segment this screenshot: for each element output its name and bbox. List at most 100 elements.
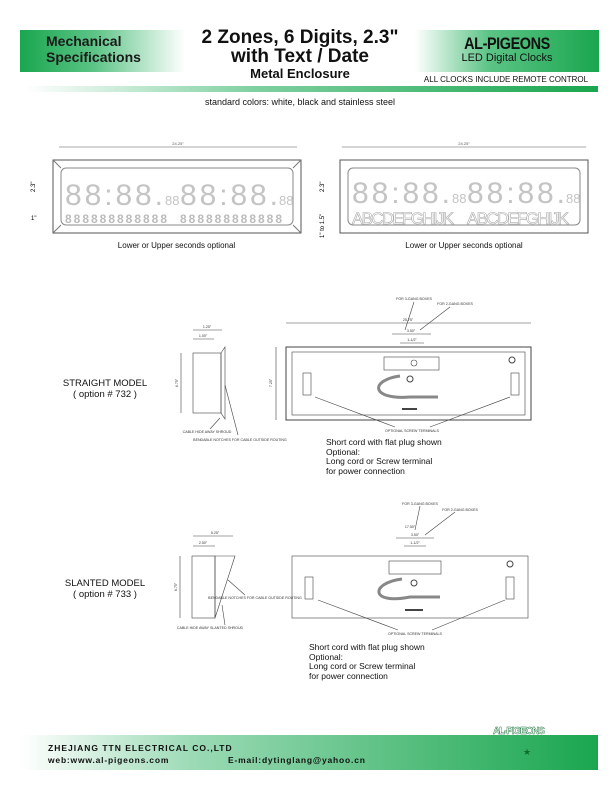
drawing-line bbox=[388, 560, 442, 575]
note-line: Long cord or Screw terminal bbox=[309, 661, 416, 671]
drawing-line bbox=[291, 351, 526, 416]
dimension-label: 88 bbox=[566, 191, 580, 206]
model-name: SLANTED MODEL bbox=[64, 578, 146, 589]
dimension-label: 1.00" bbox=[199, 334, 208, 338]
note-line: Short cord with flat plug shown bbox=[326, 437, 442, 447]
front-view-caption: Lower or Upper seconds optional bbox=[405, 241, 523, 250]
star-icon: ★ bbox=[523, 747, 531, 757]
drawing-line bbox=[60, 167, 294, 226]
dimension-label: 24.25" bbox=[172, 141, 184, 146]
drawing-line bbox=[220, 346, 226, 420]
drawing-line bbox=[405, 609, 423, 611]
drawing-line: 1.25"1.00" 6.75" 25.75"7.25" 3.50"1-1/2"… bbox=[175, 297, 473, 442]
model-name: STRAIGHT MODEL bbox=[62, 378, 148, 389]
dimension-label: AL-PIGEONS bbox=[493, 726, 545, 737]
brand-subtitle: LED Digital Clocks bbox=[461, 52, 553, 64]
email-link[interactable]: E-mail:dytinglang@yahoo.cn bbox=[228, 755, 366, 765]
drawing-line bbox=[347, 167, 581, 226]
note-line: for power connection bbox=[326, 465, 405, 476]
dimension-label: BENDABLE NOTCHES FOR CABLE OUTSIDE ROUTI… bbox=[193, 438, 287, 442]
dimension-label: 88 bbox=[165, 193, 179, 208]
drawing-line bbox=[180, 301, 532, 436]
dimension-label: 1" to 1.5" bbox=[320, 214, 326, 238]
dimension-label: 6.75" bbox=[174, 582, 178, 591]
drawing-line bbox=[414, 505, 421, 531]
company-name: ZHEJIANG TTN ELECTRICAL CO.,LTD bbox=[48, 743, 233, 753]
dimension-label: 3.50" bbox=[407, 329, 416, 333]
drawing-line bbox=[404, 301, 415, 331]
brand-banner: AL-PIGEONS LED Digital Clocks bbox=[415, 30, 599, 72]
dimension-label: 5.25" bbox=[211, 531, 220, 535]
dimension-label: 1" bbox=[31, 216, 36, 222]
mechanical-specifications-banner: Mechanical Specifications bbox=[20, 30, 185, 72]
drawing-line bbox=[221, 604, 226, 626]
banner-line: Specifications bbox=[46, 49, 141, 65]
colors-note: standard colors: white, black and stainl… bbox=[204, 97, 396, 107]
enclosure-label: Metal Enclosure bbox=[250, 66, 350, 81]
dimension-label: 17.50" bbox=[405, 525, 416, 529]
footer-band bbox=[20, 735, 598, 770]
dimension-label: 1-1/2" bbox=[407, 338, 417, 342]
dimension-label: 7.25" bbox=[269, 378, 273, 387]
drawing-line bbox=[227, 579, 246, 596]
dimension-label: 88:88. bbox=[352, 177, 450, 210]
drawing-line bbox=[314, 396, 396, 428]
drawing-line bbox=[285, 346, 532, 421]
dimension-label: CABLE HIDE AWAY SHROUD bbox=[183, 430, 232, 434]
model-option: ( option # 733 ) bbox=[73, 589, 137, 600]
front-view-caption: Lower or Upper seconds optional bbox=[117, 241, 236, 250]
drawing-line bbox=[424, 511, 456, 536]
dimension-label: 888888888888 bbox=[65, 212, 167, 226]
dimension-label: CABLE HIDE AWAY SLANTED SHROUD bbox=[177, 626, 244, 630]
dimension-label: 1-1/2" bbox=[410, 541, 420, 545]
drawing-line bbox=[292, 159, 302, 169]
drawing-line bbox=[192, 352, 222, 414]
dimension-label: 2.3" bbox=[31, 182, 37, 192]
dimension-label: 6.75" bbox=[175, 378, 179, 387]
slanted-power-notes: Short cord with flat plug shown Optional… bbox=[309, 642, 425, 681]
dimension-label: OPTIONAL SCREW TERMINALS bbox=[388, 632, 443, 636]
drawing-line bbox=[402, 408, 417, 410]
drawing-line bbox=[410, 359, 418, 367]
dimension-label: BENDABLE NOTCHES FOR CABLE OUTSIDE ROUTI… bbox=[208, 596, 302, 600]
dimension-label: 3.50" bbox=[411, 533, 420, 537]
dimension-label: FOR 3-GANG BOXES bbox=[402, 502, 438, 506]
straight-model-label: STRAIGHT MODEL ( option # 732 ) bbox=[55, 378, 155, 400]
dimension-label: 88:88. bbox=[180, 179, 278, 212]
page-subtitle: with Text / Date bbox=[231, 46, 369, 67]
drawing-line bbox=[224, 384, 239, 436]
drawing-line bbox=[383, 356, 440, 371]
drawing-line bbox=[406, 375, 414, 383]
slanted-model-drawing: 5.25"2.50" 6.75" 17.50" 3.50"1-1/2" FOR … bbox=[174, 502, 529, 636]
straight-model-drawing: 1.25"1.00" 6.75" 25.75"7.25" 3.50"1-1/2"… bbox=[175, 297, 532, 442]
remote-note: ALL CLOCKS INCLUDE REMOTE CONTROL bbox=[423, 75, 589, 84]
drawing-line bbox=[302, 372, 312, 396]
website-link[interactable]: web:www.al-pigeons.com bbox=[48, 755, 170, 765]
note-line: Optional: bbox=[309, 651, 344, 662]
dimension-label: ABCDEFGHIJK bbox=[467, 209, 570, 228]
model-option: ( option # 732 ) bbox=[73, 389, 137, 400]
slanted-model-label: SLANTED MODEL ( option # 733 ) bbox=[55, 578, 155, 600]
drawing-line: 88 88 bbox=[165, 193, 293, 208]
dimension-label: 88 bbox=[279, 193, 293, 208]
dimension-label: OPTIONAL SCREW TERMINALS bbox=[385, 429, 440, 433]
drawing-line bbox=[419, 306, 451, 331]
drawing-line bbox=[179, 505, 529, 631]
drawing-line bbox=[508, 356, 516, 364]
note-line: Long cord or Screw terminal bbox=[326, 456, 433, 466]
dimension-label: 2.3" bbox=[320, 182, 326, 192]
straight-power-notes: Short cord with flat plug shown Optional… bbox=[326, 437, 442, 476]
drawing-line bbox=[209, 417, 221, 430]
drawing-line bbox=[429, 396, 511, 428]
dimension-label: 88:88. bbox=[65, 179, 163, 212]
drawing-line bbox=[52, 159, 62, 169]
drawing-line bbox=[505, 576, 515, 600]
dimension-label: 25.75" bbox=[403, 318, 414, 322]
drawing-line bbox=[377, 374, 438, 399]
drawing-line bbox=[506, 560, 514, 568]
note-line: for power connection bbox=[309, 670, 388, 681]
